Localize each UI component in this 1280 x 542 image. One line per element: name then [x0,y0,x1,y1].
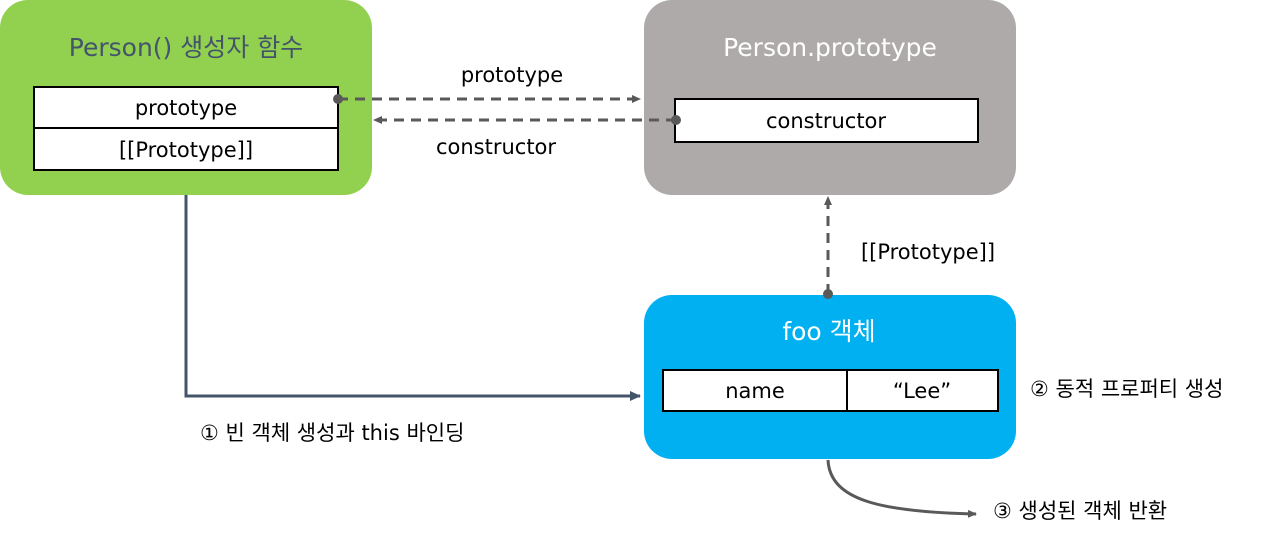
step1-label: ① 빈 객체 생성과 this 바인딩 [200,421,464,445]
internal-prototype-arrow [823,196,833,299]
constructor-property-cell: constructor [766,109,886,133]
foo-box-title: foo 객체 [782,317,875,346]
prototype-property-cell: prototype [135,96,237,120]
step2-label: ② 동적 프로퍼티 생성 [1030,377,1223,401]
constructor-arrow-label: constructor [436,135,556,159]
name-value-cell: “Lee” [893,379,951,403]
create-object-arrow [184,195,641,401]
name-key-cell: name [725,379,785,403]
prototype-object-box: Person.prototype constructor [644,0,1016,195]
constructor-arrow [373,115,681,125]
return-object-arrow [826,459,977,518]
foo-object-box: foo 객체 name “Lee” [644,295,1016,459]
constructor-function-box: Person() 생성자 함수 prototype [[Prototype]] [0,0,372,195]
prototype-box-title: Person.prototype [723,33,937,62]
constructor-box-title: Person() 생성자 함수 [69,33,303,62]
internal-prototype-cell: [[Prototype]] [119,138,253,162]
internal-prototype-arrow-label: [[Prototype]] [861,240,995,264]
prototype-arrow [333,94,641,104]
prototype-arrow-label: prototype [461,63,563,87]
step3-label: ③ 생성된 객체 반환 [993,499,1167,523]
